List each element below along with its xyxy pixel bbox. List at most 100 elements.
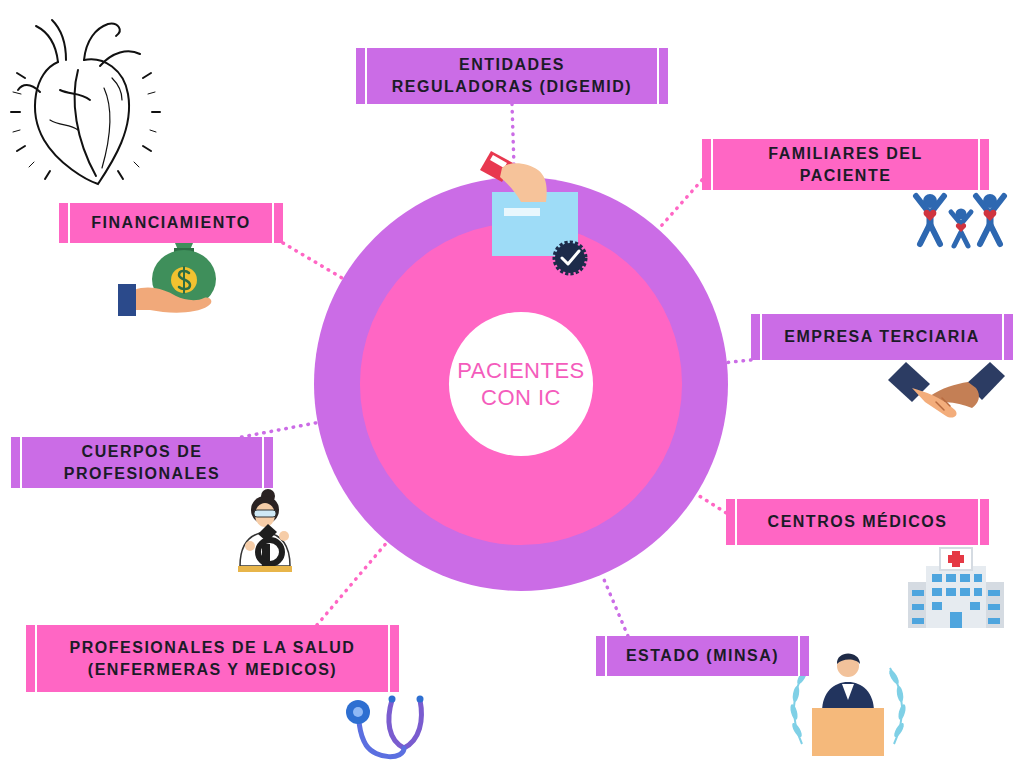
heart-sketch <box>13 130 20 132</box>
money-bag-icon <box>183 267 185 293</box>
handshake-icon <box>936 398 950 410</box>
scientist-icon <box>258 540 282 564</box>
dotted-connector <box>658 180 702 229</box>
stethoscope-icon <box>389 696 396 703</box>
stakeholder-box: CENTROS MÉDICOS <box>726 499 989 545</box>
heart-sketch <box>60 90 90 100</box>
box-label: CENTROS MÉDICOS <box>746 511 969 533</box>
money-bag-icon <box>118 236 216 316</box>
stakeholder-box: ENTIDADES REGULADORAS (DIGEMID) <box>356 48 668 104</box>
heart-sketch <box>118 171 123 179</box>
heart-sketch <box>35 59 129 184</box>
family-icon <box>954 232 968 246</box>
heart-sketch <box>134 162 139 167</box>
heart-sketch <box>143 73 151 78</box>
scientist-icon <box>238 489 292 572</box>
hospital-icon <box>908 548 1004 628</box>
official-podium-icon <box>790 722 803 739</box>
box-label: FINANCIAMIENTO <box>77 212 265 234</box>
dotted-connector <box>317 542 387 625</box>
document-icon <box>480 151 585 273</box>
hospital-icon <box>970 602 980 610</box>
hospital-icon <box>974 574 982 582</box>
hospital-icon <box>912 604 924 610</box>
family-icon <box>984 210 997 221</box>
scientist-icon <box>258 524 277 542</box>
hospital-icon <box>946 588 956 596</box>
stethoscope-icon <box>346 700 370 724</box>
hospital-icon <box>908 582 928 628</box>
heart-sketch <box>148 92 155 94</box>
dotted-connector <box>242 423 318 437</box>
family-icon <box>920 224 940 244</box>
heart-sketch <box>143 146 151 151</box>
heart-sketch <box>36 26 58 62</box>
stakeholder-box: FAMILIARES DEL PACIENTE <box>702 139 989 190</box>
heart-sketch <box>52 20 66 60</box>
heart-sketch <box>18 85 40 92</box>
box-label: EMPRESA TERCIARIA <box>771 326 993 348</box>
scientist-icon <box>279 531 289 541</box>
hospital-icon <box>984 582 1004 628</box>
stakeholder-box: FINANCIAMIENTO <box>59 203 283 243</box>
official-podium-icon <box>812 708 884 756</box>
hospital-icon <box>932 574 942 582</box>
stethoscope-icon <box>353 707 363 717</box>
heart-sketch <box>150 130 156 132</box>
hospital-icon <box>960 588 970 596</box>
heart-sketch <box>13 92 21 94</box>
box-label: ENTIDADES REGULADORAS (DIGEMID) <box>386 54 638 97</box>
box-label: FAMILIARES DEL PACIENTE <box>722 143 969 186</box>
heart-sketch <box>75 70 96 176</box>
family-icon <box>951 212 971 224</box>
heart-sketch <box>50 120 78 130</box>
box-label: CUERPOS DE PROFESIONALES <box>31 441 253 484</box>
official-podium-icon <box>792 686 801 703</box>
dotted-connector <box>727 360 751 363</box>
hospital-icon <box>932 602 942 610</box>
box-label: ESTADO (MINSA) <box>616 645 789 667</box>
center-label: PACIENTES CON IC <box>451 357 591 412</box>
hospital-icon <box>988 618 1000 624</box>
official-podium-icon <box>837 654 860 665</box>
heart-sketch <box>152 111 160 113</box>
hospital-icon <box>950 612 962 628</box>
heart-sketch <box>17 146 25 151</box>
official-podium-icon <box>896 686 905 703</box>
heart-sketch <box>29 162 34 167</box>
official-podium-icon <box>897 703 907 720</box>
hospital-icon <box>940 548 972 570</box>
hospital-icon <box>988 590 1000 596</box>
hospital-icon <box>960 574 970 582</box>
stethoscope-icon <box>417 696 424 703</box>
money-bag-icon <box>118 284 136 316</box>
dotted-connector <box>602 575 628 636</box>
hospital-icon <box>912 618 924 624</box>
hospital-icon <box>974 588 982 596</box>
patient-circle: PACIENTES CON IC <box>314 177 728 591</box>
handshake-icon <box>912 388 957 418</box>
hospital-icon <box>948 555 964 563</box>
family-icon <box>916 194 1004 246</box>
dotted-connector <box>696 494 726 513</box>
center-disc <box>449 312 593 456</box>
circle-outline <box>314 177 728 591</box>
heart-sketch <box>45 171 50 179</box>
stethoscope-icon <box>359 722 404 757</box>
family-icon <box>924 210 937 221</box>
heart-sketch <box>100 51 140 66</box>
stakeholder-box: CUERPOS DE PROFESIONALES <box>11 437 273 488</box>
heart-sketch <box>11 111 20 113</box>
stethoscope-icon <box>346 696 424 757</box>
scientist-icon <box>245 541 255 551</box>
money-bag-icon <box>134 288 211 313</box>
handshake-icon <box>888 362 1005 418</box>
hospital-icon <box>988 604 1000 610</box>
scientist-icon <box>255 503 275 527</box>
dotted-connector <box>283 243 343 278</box>
official-podium-icon <box>789 703 799 720</box>
official-podium-icon <box>887 669 900 686</box>
hospital-icon <box>932 588 942 596</box>
scientist-icon <box>254 510 276 517</box>
